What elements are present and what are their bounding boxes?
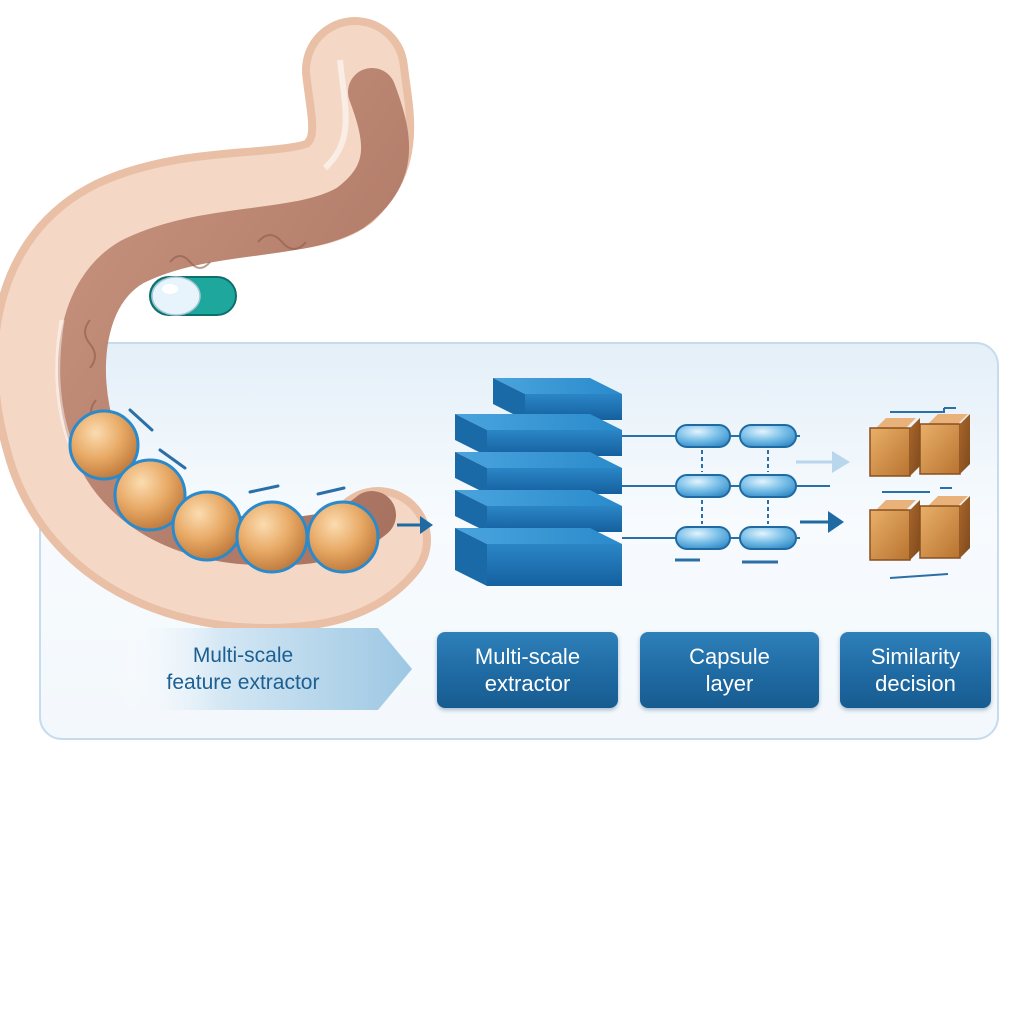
- stage-label-extractor: Multi-scale extractor: [437, 632, 618, 708]
- label-arrow-band: [118, 628, 412, 710]
- capsule-layer-nodes: [675, 424, 797, 550]
- decision-cubes: [869, 407, 970, 579]
- capsule-node-icon: [675, 526, 731, 550]
- stage-label-capsule-layer: Capsule layer: [640, 632, 819, 708]
- decision-cube-icon: [919, 414, 970, 475]
- decision-cube-icon: [869, 418, 920, 477]
- stage-label-line: Multi-scale: [474, 644, 581, 669]
- capsule-node-icon: [739, 424, 797, 448]
- connector-lines: [622, 435, 830, 564]
- decision-cube-icon: [919, 496, 970, 559]
- polyp-icon: [171, 490, 243, 562]
- stage-label-line: feature extractor: [166, 671, 320, 694]
- stage-label-line: Similarity: [870, 644, 961, 669]
- capsule-node-icon: [675, 424, 731, 448]
- arrow-right-icon: [796, 451, 850, 473]
- capsule-node-icon: [739, 474, 797, 498]
- capsule-node-icon: [739, 526, 797, 550]
- decision-cube-icon: [869, 500, 920, 561]
- capsule-node-icon: [675, 474, 731, 498]
- arrow-right-icon: [397, 516, 433, 534]
- polyp-icon: [113, 458, 187, 532]
- polyp-icon: [306, 500, 380, 574]
- polyp-icon: [235, 500, 309, 574]
- stage-label-similarity-decision: Similarity decision: [840, 632, 991, 708]
- polyp-icon: [68, 409, 140, 481]
- stage-label-line: decision: [875, 671, 956, 696]
- arrow-right-icon: [800, 511, 844, 533]
- stage-label-line: Multi-scale: [192, 644, 294, 667]
- stage-label-line: extractor: [484, 671, 571, 696]
- stage-label-line: layer: [705, 671, 754, 696]
- capsule-endoscope-icon: [149, 276, 237, 316]
- layer-stack-icon: [455, 378, 622, 586]
- stage-label-line: Capsule: [689, 644, 770, 669]
- polyp-group: [68, 408, 380, 574]
- stage-label-feature-extractor: Multi-scale feature extractor: [112, 628, 412, 710]
